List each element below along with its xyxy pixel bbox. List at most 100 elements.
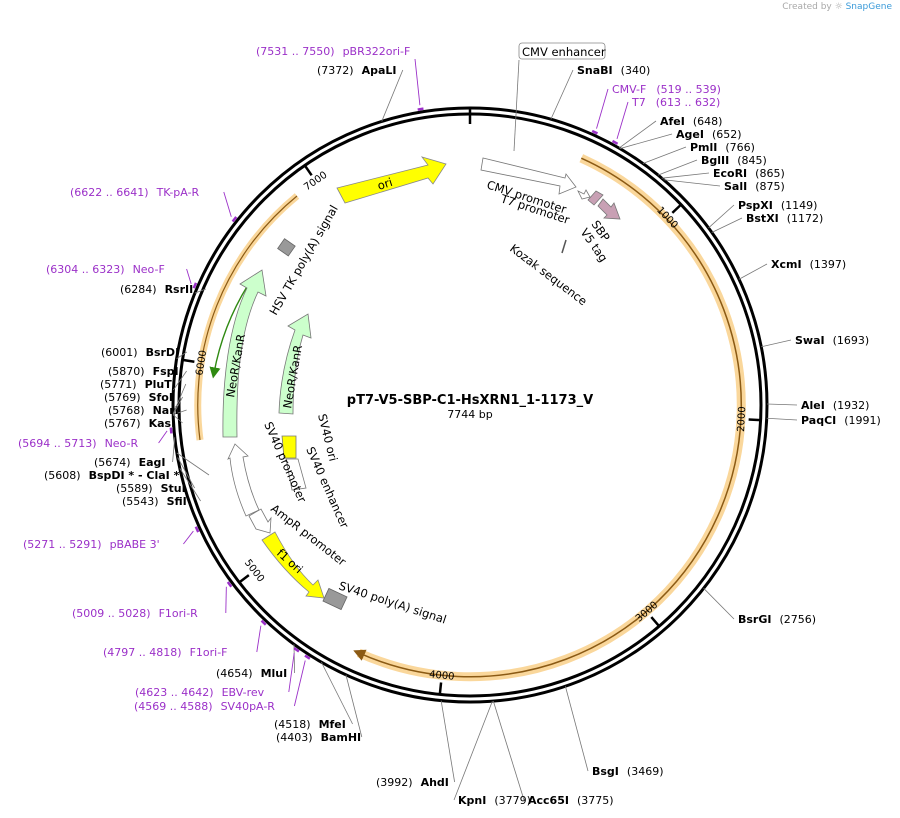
site-ahdi: (3992)AhdI: [376, 700, 455, 789]
site-leader: [766, 417, 798, 421]
feature-sv40-enhancer: [285, 458, 307, 491]
site-pspxi: PspXI(1149): [708, 199, 817, 229]
site-label: (5769)SfoI: [104, 391, 173, 404]
site-leader: [194, 288, 206, 294]
primer-f1ori-f: (4797 .. 4818)F1ori-F: [103, 619, 267, 659]
site-name: KpnI: [458, 794, 486, 807]
site-name: AgeI: [676, 128, 704, 141]
site-position: (1397): [810, 258, 847, 271]
site-rsrii: (6284)RsrII: [120, 283, 206, 296]
site-leader: [565, 686, 589, 772]
feature-cmv-enhancer-label: CMV enhancer: [522, 45, 606, 59]
site-paqci: PaqCI(1991): [766, 414, 881, 427]
site-label: AgeI (652): [676, 128, 742, 141]
primer-label: (4623 .. 4642)EBV-rev: [135, 686, 265, 699]
site-label: (5767)KasI: [104, 417, 175, 430]
feature-v5-arrow: [597, 198, 621, 220]
site-leader: [172, 414, 183, 424]
site-leader: [619, 133, 673, 149]
site-bsrdi: (6001)BsrDI: [101, 346, 188, 360]
primer-leader: [414, 58, 421, 106]
primer-mark: [611, 139, 619, 145]
site-position: (865): [755, 167, 785, 180]
site-name: MfeI: [319, 718, 346, 731]
primer-t7: T7(613 .. 632): [611, 96, 720, 145]
tick-label-7000: 7000: [302, 170, 329, 194]
site-position: (3779): [494, 794, 531, 807]
primer-leader: [158, 430, 168, 444]
site-leader: [440, 700, 455, 783]
site-ecori: EcoRI (865): [661, 167, 785, 180]
primer-label: T7(613 .. 632): [631, 96, 720, 109]
site-leader: [703, 588, 735, 620]
primer-label: (7531 .. 7550)pBR322ori-F: [256, 45, 410, 58]
primer-leader: [183, 530, 194, 545]
site-leader: [708, 204, 735, 229]
site-leader: [738, 263, 768, 280]
site-name: RsrII: [165, 283, 194, 296]
primer-leader: [293, 660, 306, 707]
site-label: (5768)NarI: [108, 404, 179, 417]
site-leader: [492, 700, 525, 801]
site-leader: [173, 370, 187, 391]
site-pmli: PmlI(766): [642, 141, 755, 164]
site-label: SwaI(1693): [795, 334, 869, 347]
site-swai: SwaI(1693): [761, 334, 869, 348]
site-leader: [663, 179, 721, 187]
site-name: BsrGI: [738, 613, 771, 626]
site-acc65i: Acc65I(3775): [492, 700, 614, 807]
feature-neor-inner-arrow: [278, 313, 312, 415]
site-position: (5768): [108, 404, 145, 417]
site-leader: [179, 468, 201, 502]
site-leader: [176, 452, 210, 476]
site-label: (4654)MluI: [216, 667, 287, 680]
tick-label-6000: 6000: [194, 349, 209, 376]
site-label: PspXI(1149): [738, 199, 817, 212]
site-name: SwaI: [795, 334, 825, 347]
site-position: (1991): [844, 414, 881, 427]
feature-kozak-label: Kozak sequence: [507, 241, 590, 308]
primer-leader: [288, 652, 295, 693]
site-name: KasI: [149, 417, 176, 430]
primer-range: (4623 .. 4642): [135, 686, 214, 699]
primer-leader: [223, 191, 232, 217]
primer-range: (6622 .. 6641): [70, 186, 149, 199]
primer-name: SV40pA-R: [221, 700, 276, 713]
primer-name: TK-pA-R: [156, 186, 200, 199]
site-label: AfeI(648): [660, 115, 722, 128]
primer-mark: [260, 619, 267, 626]
features: [222, 156, 621, 611]
site-label: (5608)BspDI * - ClaI *: [44, 469, 180, 482]
site-name: EagI: [139, 456, 166, 469]
site-position: (5589): [116, 482, 153, 495]
site-leader: [381, 69, 404, 122]
tick-label-5000: 5000: [242, 558, 266, 585]
primer-f1ori-r: (5009 .. 5028)F1ori-R: [72, 581, 233, 620]
site-position: (1149): [781, 199, 818, 212]
site-position: (652): [712, 128, 742, 141]
site-leader: [176, 351, 188, 360]
tick-mark-7000: [303, 164, 313, 177]
site-position: (4518): [274, 718, 311, 731]
site-name: SfiI: [167, 495, 187, 508]
primer-pbr322ori-f: (7531 .. 7550)pBR322ori-F: [256, 45, 424, 111]
site-leader: [657, 159, 698, 176]
primer-pbabe-3: (5271 .. 5291)pBABE 3': [23, 526, 200, 551]
feature-sv40-polya-label: SV40 poly(A) signal: [337, 579, 448, 627]
site-position: (5543): [122, 495, 159, 508]
site-position: (648): [693, 115, 723, 128]
primer-mark: [226, 581, 233, 588]
site-name: MluI: [261, 667, 288, 680]
tick-mark-1000: [671, 203, 682, 214]
site-name: EcoRI: [713, 167, 747, 180]
site-leader: [172, 437, 176, 463]
site-leader: [172, 383, 187, 415]
site-position: (766): [725, 141, 755, 154]
primer-sv40pa-r: (4569 .. 4588)SV40pA-R: [134, 654, 311, 713]
site-position: (5771): [100, 378, 137, 391]
site-position: (875): [755, 180, 785, 193]
site-sfii: (5543) SfiI: [122, 468, 201, 508]
primer-label: (5694 .. 5713)Neo-R: [18, 437, 138, 450]
snapgene-logo-icon: ☼: [834, 2, 843, 12]
feature-ori-arrow: [336, 156, 447, 204]
